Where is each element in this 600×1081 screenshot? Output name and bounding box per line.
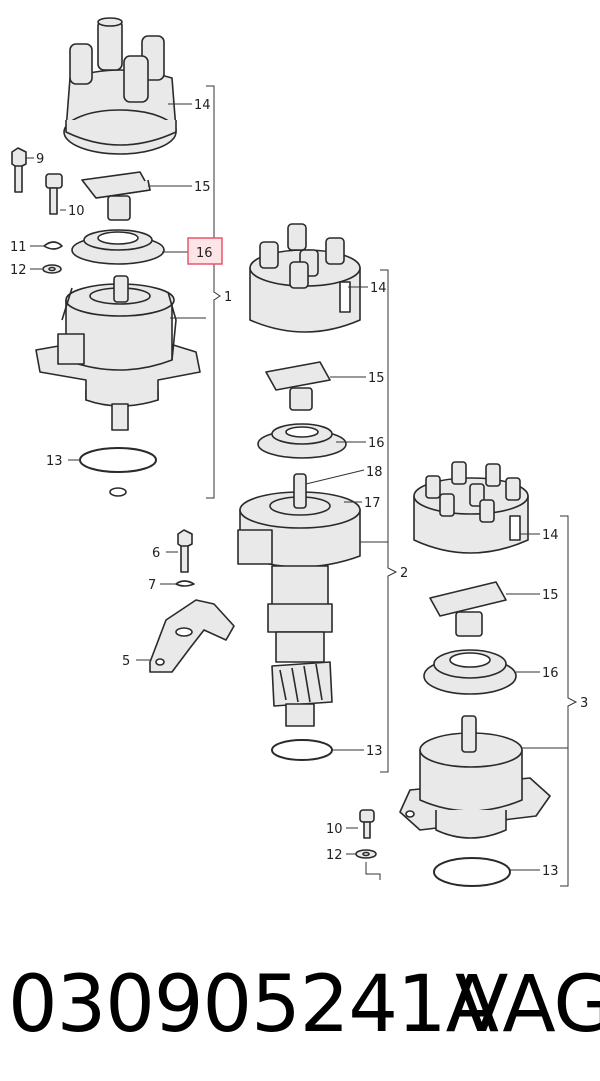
rotor-arm-3 bbox=[429, 581, 507, 637]
callout-1-9: 9 bbox=[36, 152, 44, 167]
rotor-arm-1 bbox=[81, 171, 151, 221]
callout-1-10: 10 bbox=[68, 204, 85, 219]
distributor-cap-2 bbox=[249, 223, 361, 333]
callout-3-10: 10 bbox=[326, 822, 343, 837]
callout-1-16: 16 bbox=[196, 246, 213, 261]
callout-3-15: 15 bbox=[542, 588, 559, 603]
callout-3-13: 13 bbox=[542, 864, 559, 879]
callout-3-12: 12 bbox=[326, 848, 343, 863]
callout-2-5: 5 bbox=[122, 654, 130, 669]
callout-1-11: 11 bbox=[10, 240, 27, 255]
exploded-parts-diagram: 14 15 16 9 10 11 12 13 1 14 15 16 18 17 … bbox=[10, 17, 588, 887]
group-label-3: 3 bbox=[580, 696, 588, 711]
rotor-arm-2 bbox=[265, 361, 331, 411]
distributor-cap-1 bbox=[63, 17, 177, 155]
callout-2-17: 17 bbox=[364, 496, 381, 511]
part-number: 030905241A bbox=[8, 960, 499, 1050]
bolt-10-1 bbox=[45, 173, 63, 215]
distributor-body-1 bbox=[35, 275, 201, 431]
callout-2-7: 7 bbox=[148, 578, 156, 593]
assembly-2 bbox=[149, 223, 361, 761]
distributor-body-3 bbox=[399, 715, 551, 839]
distributor-cap-3 bbox=[413, 461, 529, 554]
clamp-assembly bbox=[149, 529, 235, 673]
callout-3-14: 14 bbox=[542, 528, 559, 543]
callout-1-13: 13 bbox=[46, 454, 63, 469]
group-label-1: 1 bbox=[224, 290, 232, 305]
callout-2-6: 6 bbox=[152, 546, 160, 561]
callout-1-12: 12 bbox=[10, 263, 27, 278]
callout-2-18: 18 bbox=[366, 465, 383, 480]
callout-2-15: 15 bbox=[368, 371, 385, 386]
assembly-1 bbox=[11, 17, 201, 497]
callout-2-16: 16 bbox=[368, 436, 385, 451]
callout-3-16: 16 bbox=[542, 666, 559, 681]
assembly-3 bbox=[355, 461, 551, 887]
dust-seal-3 bbox=[423, 649, 517, 695]
callout-1-15: 15 bbox=[194, 180, 211, 195]
group-label-2: 2 bbox=[400, 566, 408, 581]
callout-2-14: 14 bbox=[370, 281, 387, 296]
highlight-box-16 bbox=[187, 237, 223, 265]
part-caption: 030905241A VAG bbox=[0, 945, 600, 1065]
brand-name: VAG bbox=[455, 960, 600, 1050]
distributor-body-2 bbox=[237, 473, 361, 727]
dust-seal-2 bbox=[257, 423, 347, 459]
bolt-9-1 bbox=[11, 147, 27, 193]
dust-seal-1 bbox=[71, 229, 165, 265]
callout-1-14: 14 bbox=[194, 98, 211, 113]
callout-2-13: 13 bbox=[366, 744, 383, 759]
